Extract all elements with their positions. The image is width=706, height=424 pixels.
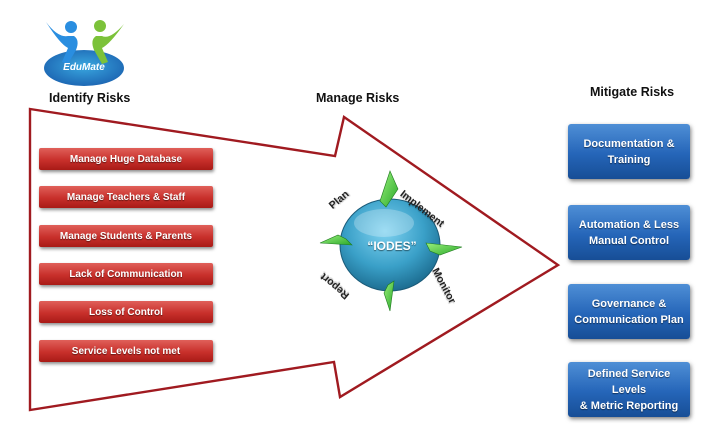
mitigation-line: Documentation & <box>583 137 675 150</box>
cycle-arrow-bottom <box>383 280 395 312</box>
cycle-arrow-top <box>379 170 399 208</box>
manage-risks-heading: Manage Risks <box>316 91 400 105</box>
mitigation-box: Documentation & Training <box>568 124 690 179</box>
mitigation-line: & Metric Reporting <box>579 399 679 412</box>
risk-box: Manage Teachers & Staff <box>39 186 213 208</box>
iodes-center-label: “IODES” <box>367 239 417 253</box>
risk-box: Service Levels not met <box>39 340 213 362</box>
risk-box: Loss of Control <box>39 301 213 323</box>
logo-text: EduMate <box>63 62 105 73</box>
cycle-arrow-left <box>319 234 353 246</box>
risk-box: Manage Huge Database <box>39 148 213 170</box>
cycle-arrow-right <box>425 242 463 256</box>
mitigation-box: Defined Service Levels & Metric Reporting <box>568 362 690 417</box>
mitigation-line: Automation & Less <box>578 218 680 231</box>
mitigation-box: Governance & Communication Plan <box>568 284 690 339</box>
mitigation-line: Manual Control <box>588 234 670 247</box>
mitigation-line: Defined Service Levels <box>587 367 671 396</box>
mitigate-risks-heading: Mitigate Risks <box>590 85 675 99</box>
mitigation-line: Governance & <box>591 297 667 310</box>
iodes-cycle <box>319 170 463 312</box>
risk-box: Manage Students & Parents <box>39 225 213 247</box>
mitigation-line: Training <box>607 153 651 166</box>
mitigation-line: Communication Plan <box>574 313 684 326</box>
risk-box: Lack of Communication <box>39 263 213 285</box>
edumate-logo: EduMate <box>38 18 130 88</box>
identify-risks-heading: Identify Risks <box>49 91 131 105</box>
